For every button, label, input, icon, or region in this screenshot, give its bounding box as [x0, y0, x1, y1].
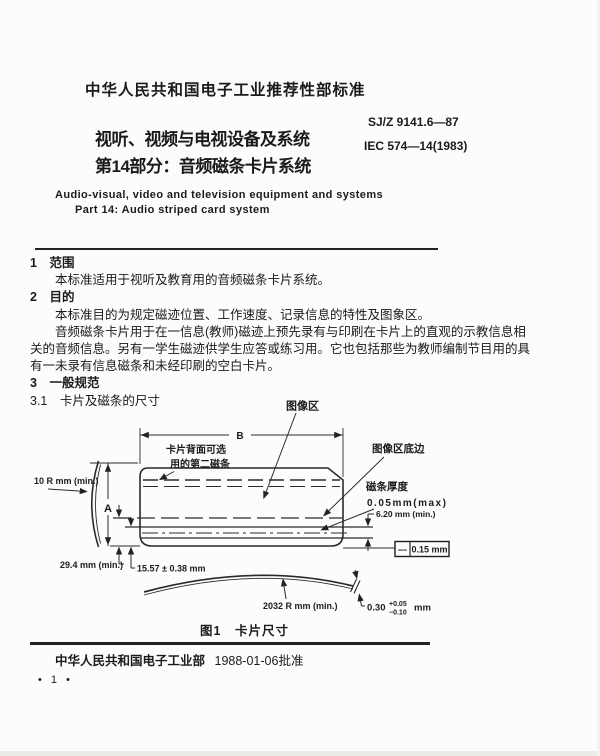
thickness-value: 0.30: [367, 603, 386, 614]
a-dimension: A: [90, 462, 140, 547]
bow-curve: [143, 569, 361, 596]
page-number: • 1 •: [38, 674, 73, 686]
standard-org-line: 中华人民共和国电子工业推荐性部标准: [85, 82, 366, 99]
thickness-tolerance-plus: +0.05: [389, 601, 407, 608]
card-outline: [139, 467, 344, 547]
section-2-paragraph-1: 本标准目的为规定磁迹位置、工作速度、记录信息的特性及图象区。: [30, 307, 431, 322]
thickness-tolerance-minus: −0.10: [389, 610, 407, 617]
stripe-thickness-title: 磁条厚度: [366, 480, 408, 493]
bow-radius-callout: 2032 R mm (min.): [263, 578, 338, 611]
scan-edge-bottom: [0, 751, 600, 756]
standard-title-line2: 第14部分：音频磁条卡片系统: [95, 157, 311, 176]
approval-org: 中华人民共和国电子工业部: [55, 654, 206, 668]
stripe-thickness-value: 0.05mm(max): [367, 498, 447, 509]
footer-rule: [30, 642, 430, 645]
dimension-15-57: 15.57 ± 0.38 mm: [127, 517, 205, 574]
image-area-callout: 图像区: [263, 399, 319, 500]
dimension-29-4-label: 29.4 mm (min.): [60, 560, 123, 570]
image-area-bottom-label: 图像区底边: [372, 442, 425, 455]
image-area-bottom-callout: 图像区底边: [323, 442, 425, 517]
thickness-unit: mm: [414, 603, 431, 614]
section-1-text: 本标准适用于视听及教育用的音频磁条卡片系统。: [30, 273, 331, 288]
card-thickness-callout: 0.30 +0.05 −0.10 mm: [357, 593, 431, 617]
header-rule: [35, 248, 438, 250]
figure-caption: 图1 卡片尺寸: [200, 624, 289, 638]
approval-date: 1988-01-06批准: [214, 654, 304, 668]
section-2-paragraph-2b: 关的音频信息。另有一学生磁迹供学生应答或练习用。它也包括那些为教师编制节目用的具: [30, 342, 531, 357]
standard-number-sj: SJ/Z 9141.6—87: [368, 115, 459, 129]
image-area-label: 图像区: [286, 399, 319, 413]
english-title-line2: Part 14: Audio striped card system: [75, 204, 270, 216]
front-stripe-lines: [125, 526, 373, 539]
back-stripe-callout: 卡片背面可选 用的第二磁条: [158, 443, 231, 481]
dimension-29-4: 29.4 mm (min.): [60, 505, 124, 570]
section-2-heading: 2 目的: [30, 290, 75, 305]
body-text: 1 范围 本标准适用于视听及教育用的音频磁条卡片系统。 2 目的 本标准目的为规…: [30, 255, 575, 410]
left-edge-profile: [90, 460, 101, 548]
back-stripe-dashed-lines: [143, 479, 340, 488]
straightness-symbol: —: [398, 545, 407, 555]
b-dimension-label: B: [236, 431, 243, 442]
section-1-heading: 1 范围: [30, 256, 75, 270]
section-2-paragraph-2c: 有一未录有信息磁条和未经印刷的空白卡片。: [30, 359, 281, 374]
left-edge-radius-label: 10 R mm (min.): [34, 476, 99, 486]
dimension-15-57-label: 15.57 ± 0.38 mm: [137, 564, 205, 574]
stripe-width-label: 6.20 mm (min.): [376, 509, 436, 519]
a-dimension-label: A: [104, 503, 112, 515]
scan-edge-right: [597, 0, 600, 756]
straightness-value: 0.15 mm: [411, 545, 447, 555]
standard-title-line1: 视听、视频与电视设备及系统: [95, 130, 310, 149]
left-edge-radius-callout: 10 R mm (min.): [34, 476, 99, 495]
section-3-1-heading: 3.1 卡片及磁条的尺寸: [30, 393, 160, 408]
english-title-line1: Audio-visual, video and television equip…: [55, 189, 384, 201]
standard-number-iec: IEC 574—14(1983): [364, 139, 468, 153]
bow-radius-label: 2032 R mm (min.): [263, 601, 338, 611]
stripe-width-dimension: 6.20 mm (min.): [364, 509, 436, 551]
back-stripe-label-line2: 用的第二磁条: [169, 458, 231, 471]
stripe-thickness-callout: 磁条厚度 0.05mm(max): [320, 480, 447, 531]
section-3-heading: 3 一般规范: [30, 376, 100, 391]
b-dimension: B: [139, 428, 344, 477]
straightness-frame: — 0.15 mm: [343, 540, 450, 558]
approval-line: 中华人民共和国电子工业部 1988-01-06批准: [55, 650, 303, 669]
back-stripe-label-line1: 卡片背面可选: [166, 443, 226, 456]
card-dimensions-figure: B A 10 R mm (min.) 图像区 卡片背面可选: [34, 399, 450, 617]
section-2-paragraph-2a: 音频磁条卡片用于在一信息(教师)磁迹上预先录有与印刷在卡片上的直观的示教信息相: [30, 324, 526, 339]
